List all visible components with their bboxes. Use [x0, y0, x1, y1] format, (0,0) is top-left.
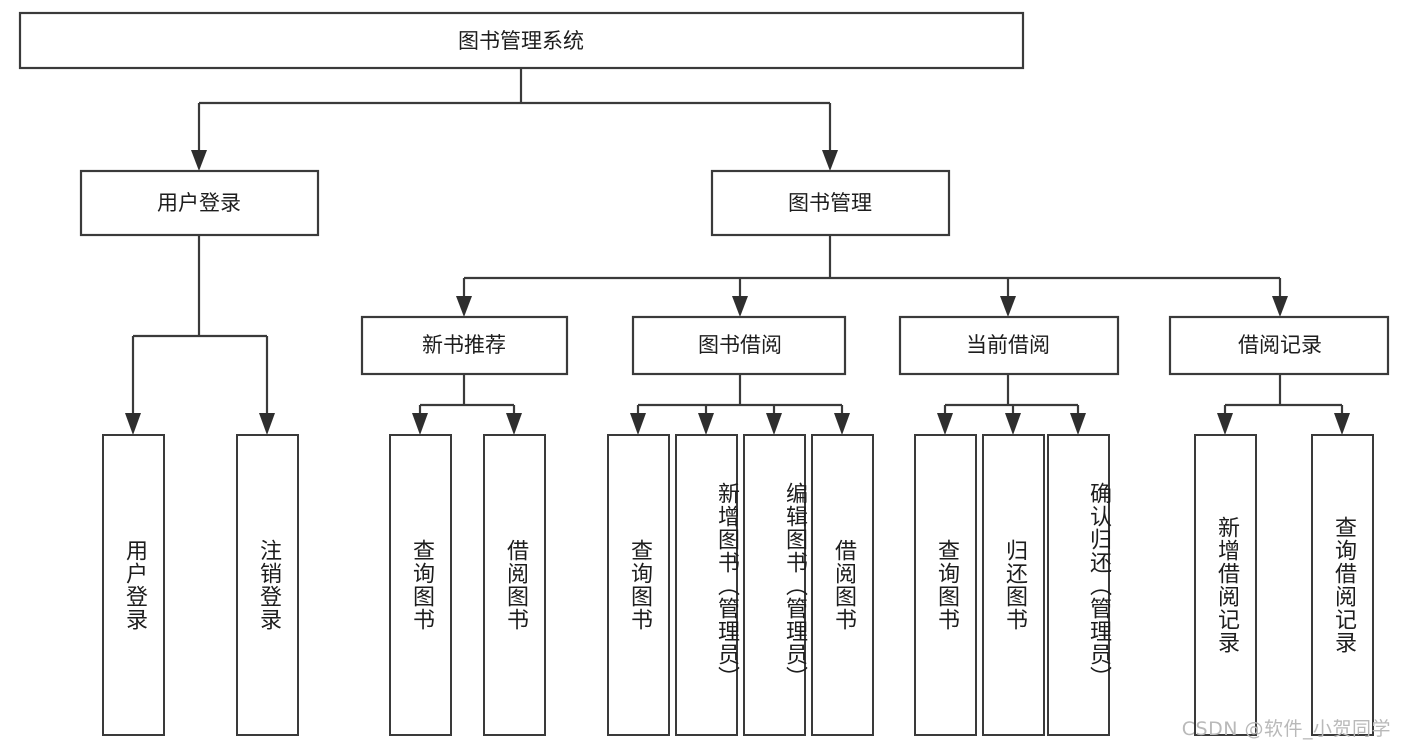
node-level2-current-borrow-box[interactable] [898, 315, 1120, 376]
node-level1-book-management-label: 图书管理 [788, 191, 872, 215]
arrow-icon [732, 296, 748, 317]
node-level1-user-login-box[interactable] [79, 169, 320, 237]
arrow-icon [766, 413, 782, 435]
arrow-icon [630, 413, 646, 435]
node-leaf-box[interactable] [1311, 434, 1374, 736]
node-leaf-box[interactable] [483, 434, 546, 736]
node-root-box[interactable] [18, 11, 1025, 70]
node-level2-current-borrow-label: 当前借阅 [966, 333, 1050, 357]
csdn-watermark: CSDN @软件_小贺同学 [1181, 718, 1391, 740]
node-level2-new-book-box[interactable] [360, 315, 569, 376]
arrow-icon [834, 413, 850, 435]
node-level2-book-borrow-box[interactable] [631, 315, 847, 376]
arrow-icon [698, 413, 714, 435]
connector-current-to-leaves [943, 374, 1080, 418]
node-leaf-box[interactable] [1047, 434, 1110, 736]
node-level1-user-login-label: 用户登录 [157, 191, 241, 215]
connector-records-to-leaves [1223, 374, 1344, 418]
connector-root-to-level1 [197, 68, 832, 155]
node-leaf-box[interactable] [982, 434, 1045, 736]
connector-borrow-to-leaves [636, 374, 844, 418]
arrow-icon [1070, 413, 1086, 435]
node-box-group [18, 11, 1390, 736]
node-level2-borrow-record-box[interactable] [1168, 315, 1390, 376]
arrow-icon [125, 413, 141, 435]
node-level1-book-management-box[interactable] [710, 169, 951, 237]
arrow-icon [456, 296, 472, 317]
node-leaf-box[interactable] [811, 434, 874, 736]
arrow-icon [191, 150, 207, 171]
connector-group [131, 68, 1344, 418]
arrow-icon [1217, 413, 1233, 435]
node-leaf-box[interactable] [236, 434, 299, 736]
arrow-icon [506, 413, 522, 435]
connector-userlogin-to-leaves [131, 235, 269, 418]
arrow-icon [822, 150, 838, 171]
connector-bookmgmt-to-level2 [462, 235, 1282, 300]
node-label-group: 图书管理系统 用户登录 图书管理 新书推荐 图书借阅 当前借阅 借阅记录 [157, 29, 1322, 357]
arrowhead-group [125, 150, 1350, 435]
arrow-icon [1005, 413, 1021, 435]
arrow-icon [1000, 296, 1016, 317]
node-level2-book-borrow-label: 图书借阅 [698, 333, 782, 357]
node-leaf-box[interactable] [1194, 434, 1257, 736]
connector-newbook-to-leaves [418, 374, 516, 418]
node-leaf-box[interactable] [675, 434, 738, 736]
node-root-label: 图书管理系统 [458, 29, 584, 53]
node-level2-new-book-label: 新书推荐 [422, 333, 506, 357]
arrow-icon [937, 413, 953, 435]
arrow-icon [1272, 296, 1288, 317]
node-leaf-box[interactable] [389, 434, 452, 736]
node-leaf-box[interactable] [743, 434, 806, 736]
arrow-icon [259, 413, 275, 435]
node-level2-borrow-record-label: 借阅记录 [1238, 333, 1322, 357]
arrow-icon [1334, 413, 1350, 435]
arrow-icon [412, 413, 428, 435]
node-leaf-box[interactable] [607, 434, 670, 736]
node-leaf-box[interactable] [102, 434, 165, 736]
node-leaf-box[interactable] [914, 434, 977, 736]
